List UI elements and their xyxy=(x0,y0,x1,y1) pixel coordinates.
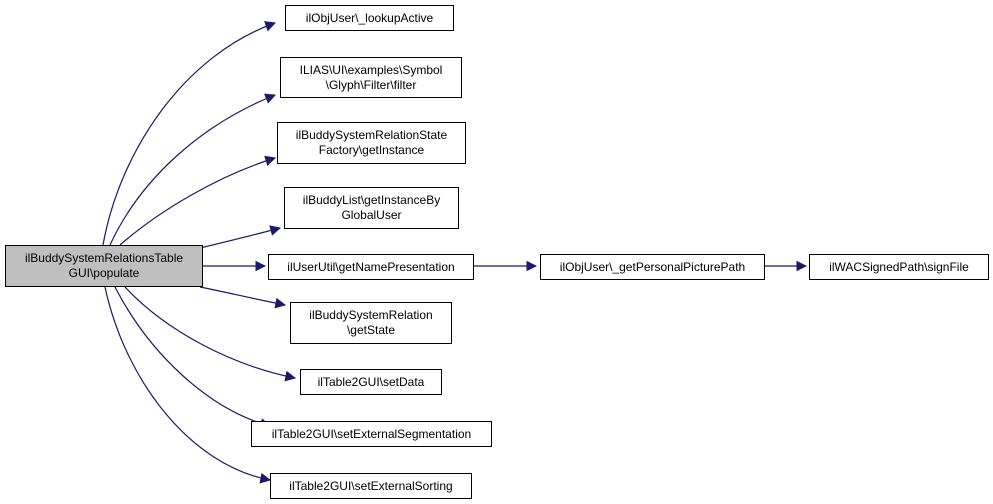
node-get-state[interactable]: ilBuddySystemRelation\getState xyxy=(290,302,452,344)
node-get-state-line1: ilBuddySystemRelation xyxy=(309,308,433,322)
node-name-presentation-label: ilUserUtil\getNamePresentation xyxy=(287,259,455,274)
node-get-state-line2: \getState xyxy=(346,323,396,337)
node-external-sorting-label: ilTable2GUI\setExternalSorting xyxy=(289,478,453,493)
node-filter-line1: ILIAS\UI\examples\Symbol xyxy=(299,62,443,77)
node-personal-picture-path[interactable]: ilObjUser\_getPersonalPicturePath xyxy=(540,254,765,280)
node-filter-line2: \Glyph\Filter\filter xyxy=(325,77,417,92)
node-lookup-active-label: ilObjUser\_lookupActive xyxy=(305,10,434,25)
edge-populate-setdata xyxy=(124,286,297,382)
node-state-factory-line1: ilBuddySystemRelationState xyxy=(295,128,448,142)
edge-populate-buddylist xyxy=(199,225,282,249)
edge-populate-statefactory xyxy=(119,155,277,246)
edge-populate-filter xyxy=(109,93,277,246)
edge-populate-getstate xyxy=(199,286,287,309)
node-lookup-active[interactable]: ilObjUser\_lookupActive xyxy=(285,5,454,31)
node-populate-line1: ilBuddySystemRelationsTable xyxy=(24,251,184,265)
node-name-presentation[interactable]: ilUserUtil\getNamePresentation xyxy=(268,254,474,280)
node-set-data-label: ilTable2GUI\setData xyxy=(317,374,425,389)
node-buddy-list-line1: ilBuddyList\getInstanceBy xyxy=(302,193,441,207)
edge-populate-extsegmentation xyxy=(114,286,272,429)
node-sign-file-label: ilWACSignedPath\signFile xyxy=(829,259,969,274)
node-set-data[interactable]: ilTable2GUI\setData xyxy=(300,369,442,395)
node-state-factory-line2: Factory\getInstance xyxy=(318,143,425,157)
node-external-segmentation-label: ilTable2GUI\setExternalSegmentation xyxy=(271,426,472,441)
node-personal-picture-path-label: ilObjUser\_getPersonalPicturePath xyxy=(559,259,746,274)
edge-populate-extsorting xyxy=(104,286,272,484)
node-external-segmentation[interactable]: ilTable2GUI\setExternalSegmentation xyxy=(251,421,492,447)
node-filter[interactable]: ILIAS\UI\examples\Symbol\Glyph\Filter\fi… xyxy=(280,57,462,98)
node-populate-line2: GUI\populate xyxy=(68,266,140,280)
node-external-sorting[interactable]: ilTable2GUI\setExternalSorting xyxy=(270,473,472,499)
node-buddy-list-line2: GlobalUser xyxy=(341,208,402,222)
edge-populate-lookupactive xyxy=(102,21,277,246)
node-sign-file[interactable]: ilWACSignedPath\signFile xyxy=(809,254,989,280)
